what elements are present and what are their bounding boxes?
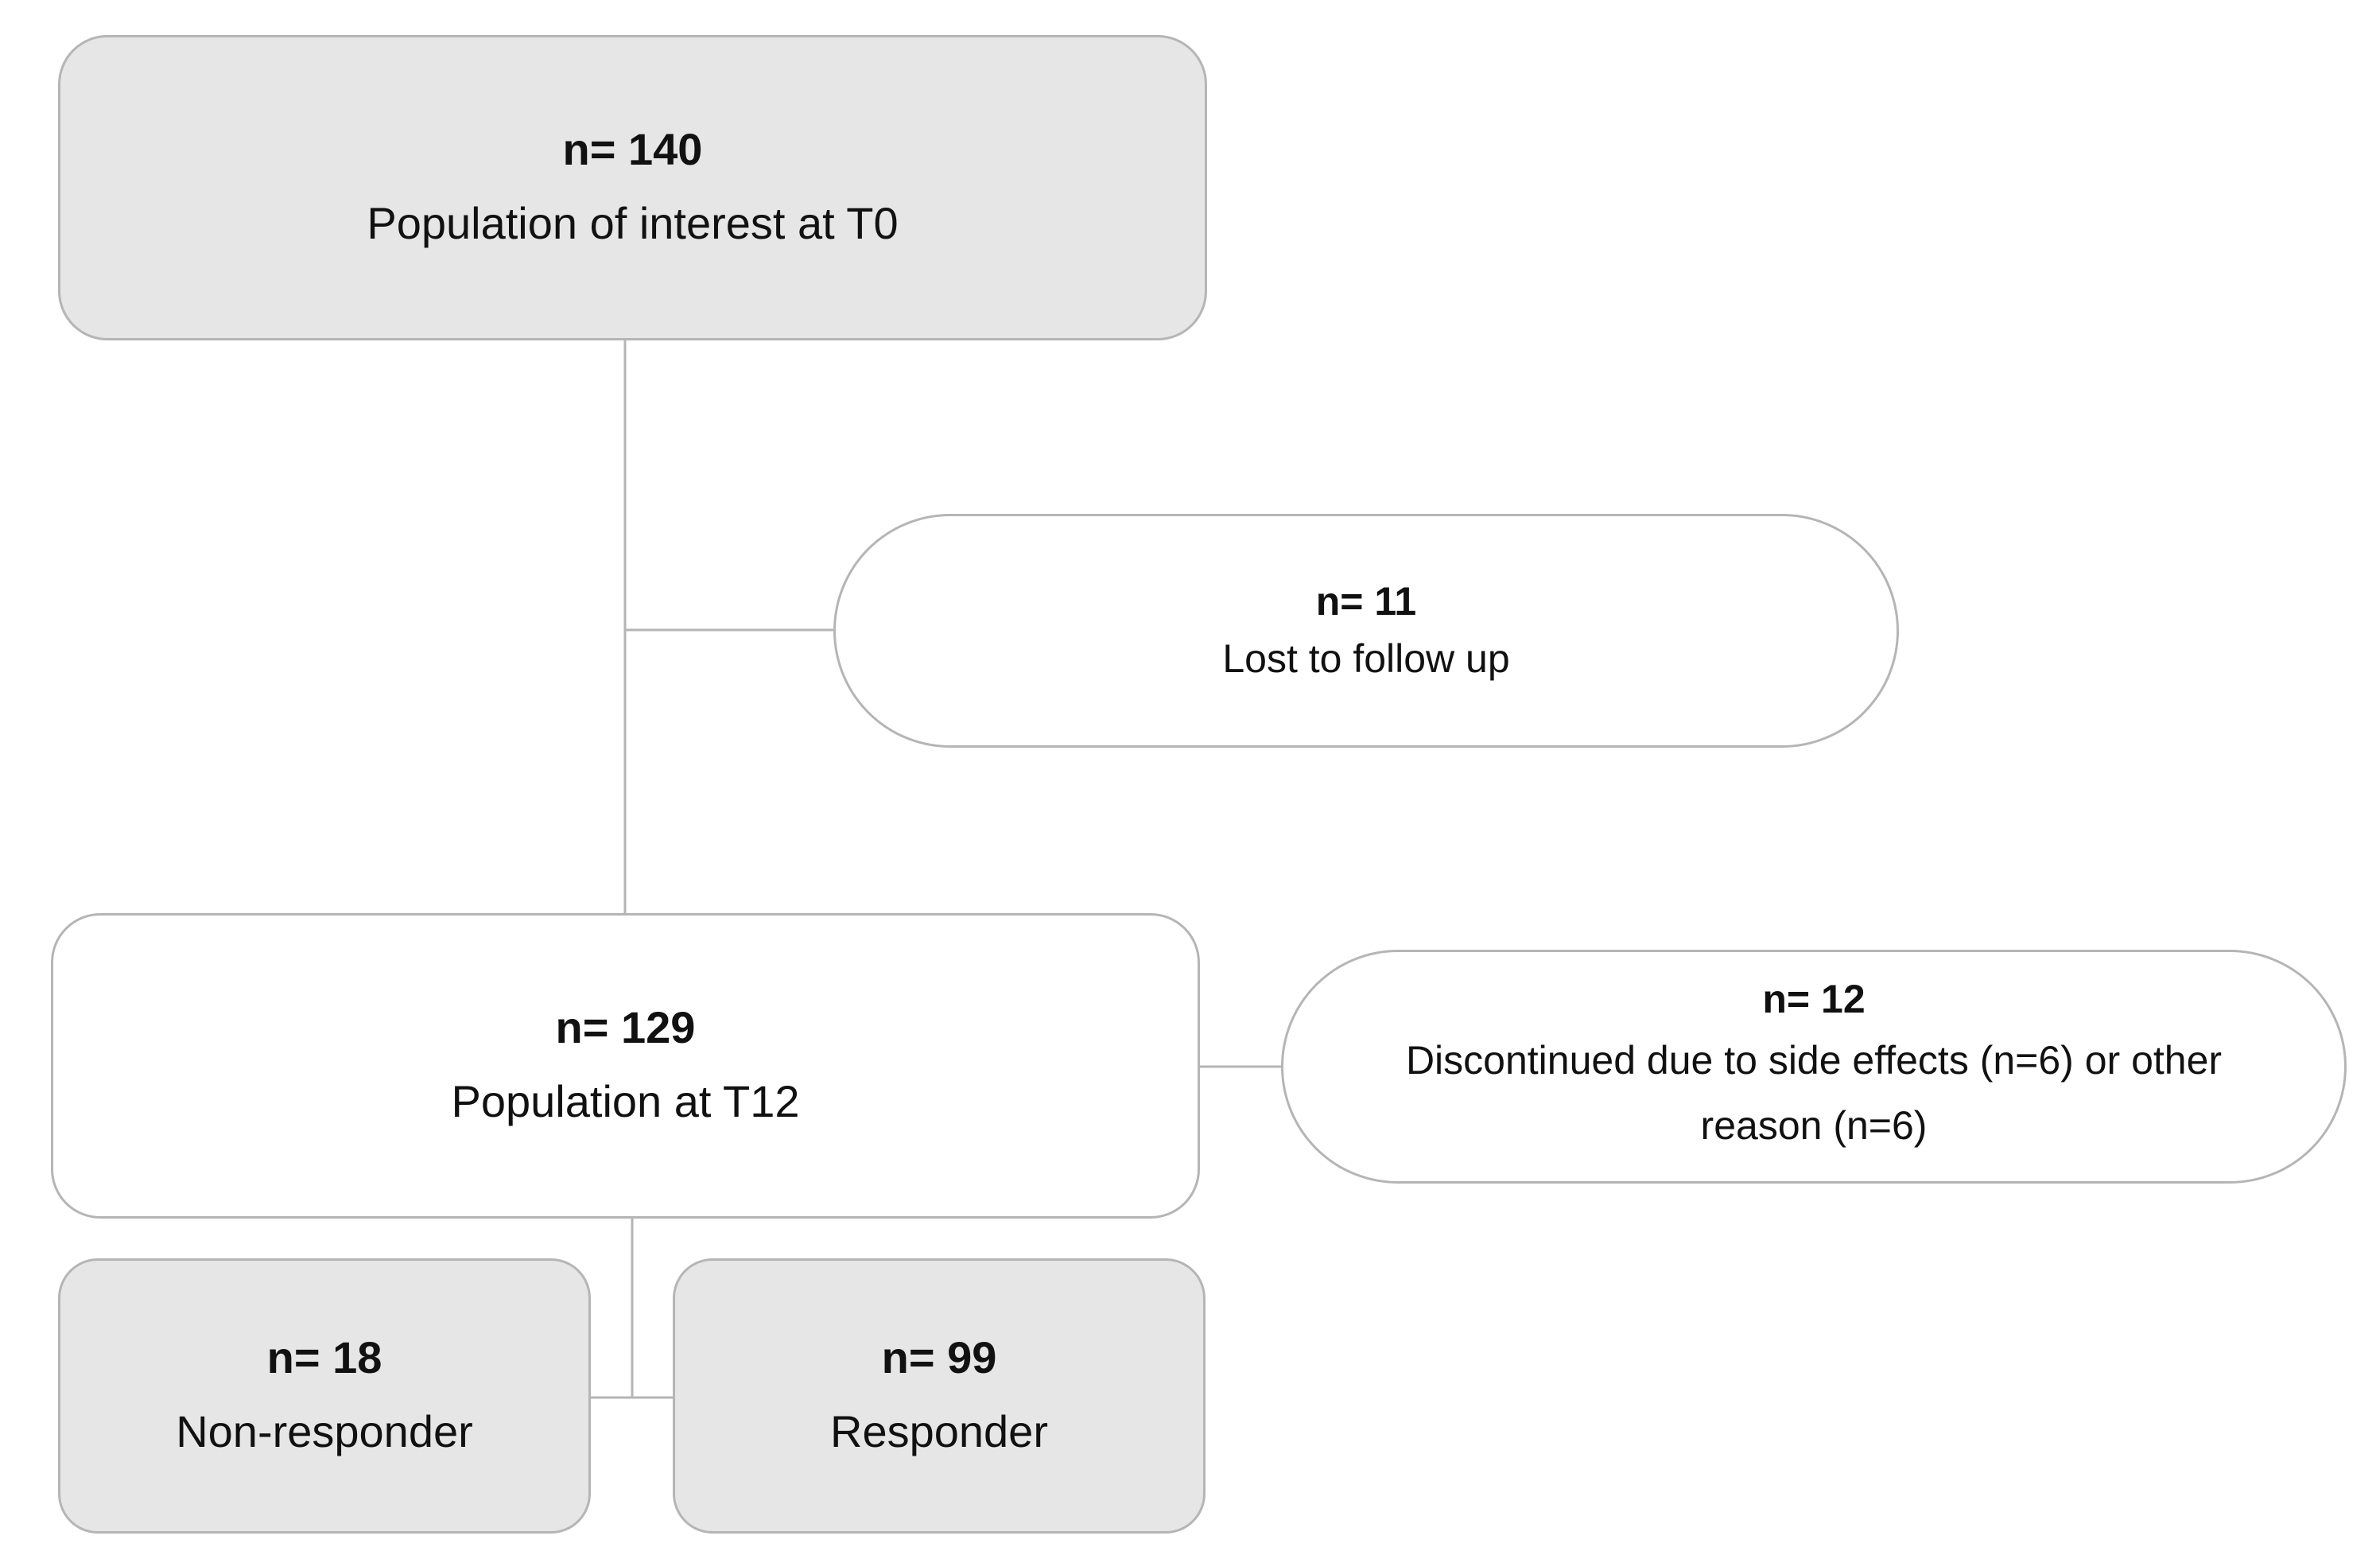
non-responder-label: Non-responder (176, 1406, 473, 1457)
non-responder-box: n= 18 Non-responder (58, 1258, 591, 1534)
t12-count: n= 129 (555, 1002, 696, 1052)
lost-to-follow-up-box: n= 11 Lost to follow up (833, 514, 1899, 748)
discontinued-count: n= 12 (1762, 976, 1866, 1021)
responder-count: n= 99 (881, 1332, 997, 1382)
t12-label: Population at T12 (451, 1076, 800, 1127)
discontinued-box: n= 12 Discontinued due to side effects (… (1281, 950, 2347, 1184)
responder-label: Responder (830, 1406, 1048, 1457)
baseline-label: Population of interest at T0 (367, 198, 899, 249)
lost-label: Lost to follow up (1222, 636, 1510, 681)
baseline-population-box: n= 140 Population of interest at T0 (58, 35, 1207, 340)
discontinued-label: Discontinued due to side effects (n=6) o… (1405, 1037, 2223, 1149)
lost-count: n= 11 (1315, 578, 1417, 624)
responder-box: n= 99 Responder (673, 1258, 1206, 1534)
non-responder-count: n= 18 (266, 1332, 382, 1382)
t12-population-box: n= 129 Population at T12 (51, 913, 1200, 1219)
baseline-count: n= 140 (562, 124, 703, 174)
